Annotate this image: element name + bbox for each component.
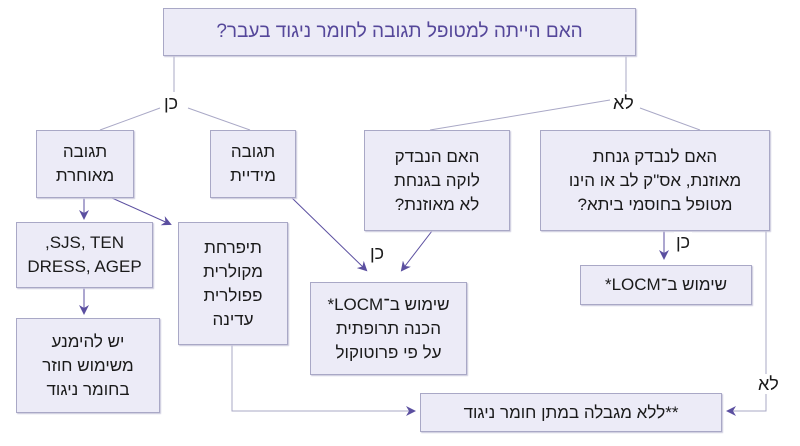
locm-premed-box: שימוש ב־LOCM* הכנה תרופתית על פי פרוטוקו… bbox=[310, 282, 467, 375]
label-no: לא bbox=[611, 93, 636, 113]
arrow-immediate-locm bbox=[291, 197, 368, 272]
label-yes-locm-right: כן bbox=[674, 232, 693, 252]
unbalanced-question-box: האם לנבדק גנחת מאוזנת, אס"ק לב או הינו מ… bbox=[540, 130, 770, 231]
delayed-reaction-box: תגובה מאוחרת bbox=[36, 130, 134, 198]
arrow-asthma-locm bbox=[400, 230, 433, 272]
arrow-delayed-rash bbox=[111, 197, 172, 226]
arrow-unbalanced-norestriction bbox=[726, 231, 767, 416]
locm-only-box: שימוש ב־LOCM* bbox=[580, 265, 752, 305]
line-no-unbalanced bbox=[639, 107, 701, 131]
rash-box: תיפרחת מקולרית פפולרית עדינה bbox=[178, 222, 288, 345]
severe-reactions-box: SJS, TEN, DRESS, AGEP bbox=[16, 222, 153, 288]
asthma-question-box: האם הנבדק לוקה בגנחת לא מאוזנת? bbox=[364, 130, 510, 231]
immediate-reaction-box: תגובה מידיית bbox=[210, 130, 296, 198]
main-question-box: האם הייתה למטופל תגובה לחומר ניגוד בעבר? bbox=[163, 8, 636, 56]
line-yes-immediate bbox=[187, 107, 251, 131]
arrow-rash-norestriction bbox=[231, 345, 416, 416]
line-no-asthma bbox=[429, 99, 611, 131]
label-yes-locm: כן bbox=[368, 243, 387, 263]
label-no-bottom: לא bbox=[756, 374, 781, 394]
avoid-reuse-box: יש להימנע משימוש חוזר בחומר ניגוד bbox=[16, 318, 160, 413]
line-yes-delayed bbox=[99, 107, 161, 131]
no-restriction-box: **ללא מגבלה במתן חומר ניגוד bbox=[420, 393, 722, 432]
label-yes: כן bbox=[162, 93, 181, 113]
